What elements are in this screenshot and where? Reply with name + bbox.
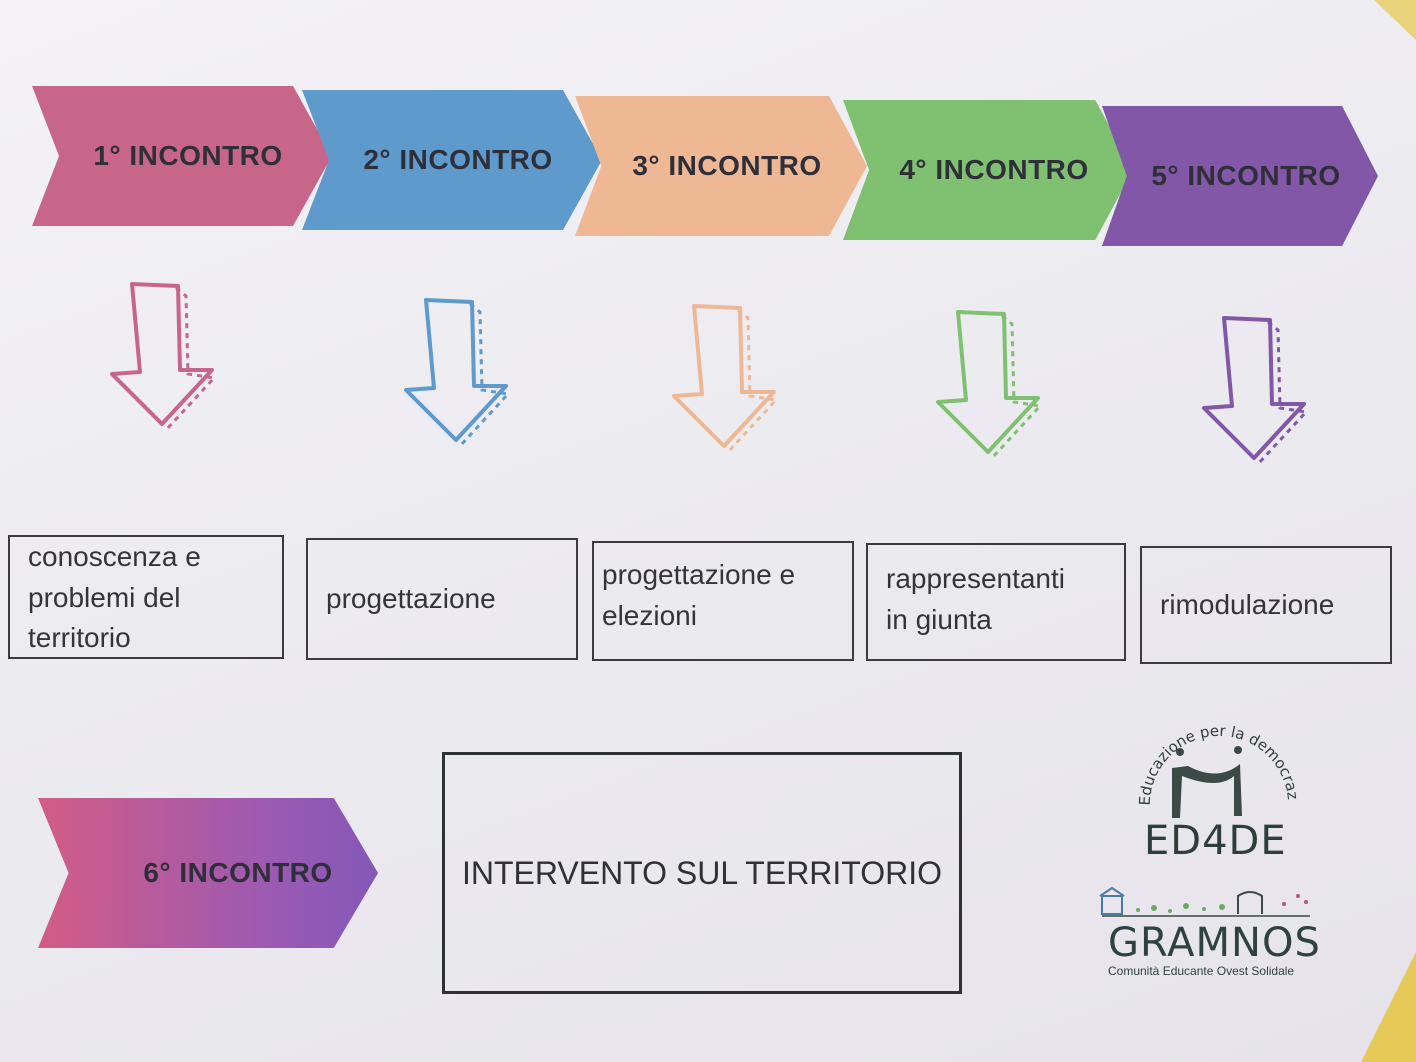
gramnos-name: GRAMNOS bbox=[1108, 920, 1321, 966]
meeting-6-label: 6° INCONTRO bbox=[143, 857, 333, 888]
final-description-text: INTERVENTO SUL TERRITORIO bbox=[461, 854, 943, 891]
meeting-1-label: 1° INCONTRO bbox=[93, 140, 283, 171]
meeting-4-label: 4° INCONTRO bbox=[899, 154, 1089, 185]
meeting-2-chevron: 2° INCONTRO bbox=[302, 90, 602, 230]
ed4de-logo: Educazione per la democrazia bbox=[1120, 700, 1302, 818]
meeting-5-label: 5° INCONTRO bbox=[1151, 160, 1341, 191]
ed4de-arc-text: Educazione per la democrazia bbox=[1120, 700, 1302, 806]
svg-text:Educazione per la democrazia: Educazione per la democrazia bbox=[1120, 700, 1302, 806]
description-line: in giunta bbox=[886, 603, 992, 635]
down-arrow-icon bbox=[1202, 316, 1310, 466]
meeting-2-description: progettazione bbox=[306, 538, 578, 660]
gramnos-skyline-icon bbox=[1099, 886, 1310, 917]
down-arrow-icon bbox=[110, 282, 218, 432]
meeting-5-chevron: 5° INCONTRO bbox=[1102, 106, 1378, 246]
description-line: progettazione e bbox=[602, 559, 796, 590]
meeting-6-description: INTERVENTO SUL TERRITORIO bbox=[442, 752, 962, 994]
description-line: rappresentanti bbox=[886, 563, 1066, 594]
meeting-4-description: rappresentanti in giunta bbox=[866, 543, 1126, 661]
meeting-3-description: progettazione e elezioni bbox=[592, 541, 854, 661]
down-arrow-icon bbox=[936, 310, 1044, 460]
description-line: territorio bbox=[28, 622, 131, 654]
description-line: problemi del bbox=[28, 581, 181, 613]
meeting-1-description: conoscenza e problemi del territorio bbox=[8, 535, 284, 659]
meeting-3-chevron: 3° INCONTRO bbox=[575, 96, 867, 236]
meeting-2-label: 2° INCONTRO bbox=[363, 144, 553, 175]
meeting-1-chevron: 1° INCONTRO bbox=[32, 86, 332, 226]
description-line: elezioni bbox=[602, 599, 697, 631]
gramnos-subtitle: Comunità Educante Ovest Solidale bbox=[1108, 964, 1295, 978]
meeting-5-description: rimodulazione bbox=[1140, 546, 1392, 664]
description-line: progettazione bbox=[326, 582, 496, 614]
meeting-3-label: 3° INCONTRO bbox=[632, 150, 822, 181]
description-line: conoscenza e bbox=[28, 541, 201, 572]
description-line: rimodulazione bbox=[1160, 588, 1335, 620]
down-arrow-icon bbox=[404, 298, 512, 448]
ed4de-name: ED4DE bbox=[1144, 818, 1287, 864]
down-arrow-icon bbox=[672, 304, 780, 454]
meeting-4-chevron: 4° INCONTRO bbox=[843, 100, 1133, 240]
meeting-6-chevron: 6° INCONTRO bbox=[38, 798, 378, 948]
